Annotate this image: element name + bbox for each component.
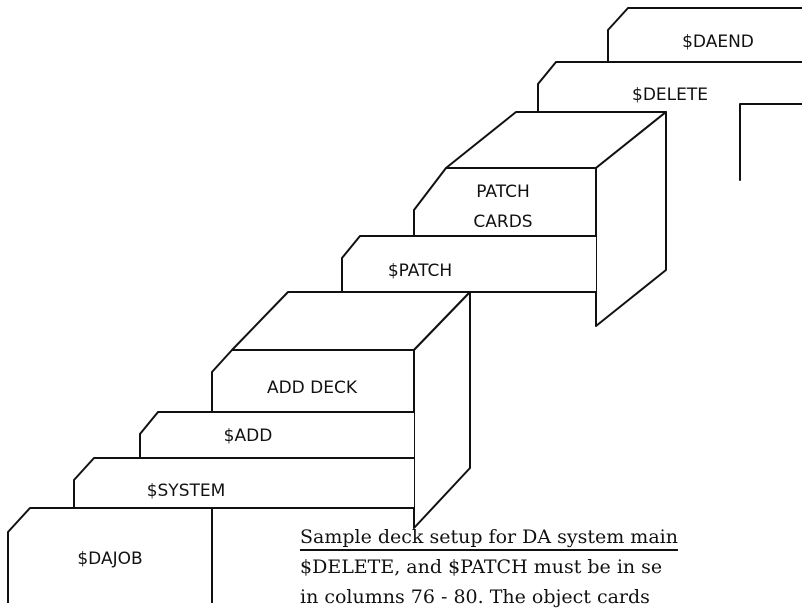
card-patch-cards-deck: PATCH CARDS bbox=[413, 111, 667, 327]
card-add-label: $ADD bbox=[224, 426, 273, 446]
card-patch-label: $PATCH bbox=[388, 261, 452, 281]
caption-line-1: Sample deck setup for DA system main bbox=[300, 526, 678, 548]
card-add-deck: ADD DECK bbox=[211, 291, 471, 529]
card-daend-label: $DAEND bbox=[682, 32, 754, 52]
card-dajob: $DAJOB bbox=[7, 507, 213, 603]
card-delete: $DELETE bbox=[537, 61, 802, 181]
card-system: $SYSTEM bbox=[73, 457, 415, 509]
card-patch: $PATCH bbox=[341, 235, 597, 293]
card-daend: $DAEND bbox=[607, 7, 802, 63]
figure-caption: Sample deck setup for DA system main $DE… bbox=[300, 522, 802, 612]
caption-line-3: in columns 76 - 80. The object cards bbox=[300, 586, 650, 608]
card-system-label: $SYSTEM bbox=[147, 481, 226, 501]
card-dajob-label: $DAJOB bbox=[77, 549, 142, 569]
card-patch-cards-label-1: PATCH bbox=[476, 182, 530, 202]
card-add-deck-label: ADD DECK bbox=[267, 378, 358, 398]
card-patch-cards-label-2: CARDS bbox=[473, 212, 532, 232]
card-add: $ADD bbox=[139, 411, 415, 459]
card-delete-label: $DELETE bbox=[632, 85, 708, 105]
caption-line-2: $DELETE, and $PATCH must be in se bbox=[300, 556, 663, 578]
